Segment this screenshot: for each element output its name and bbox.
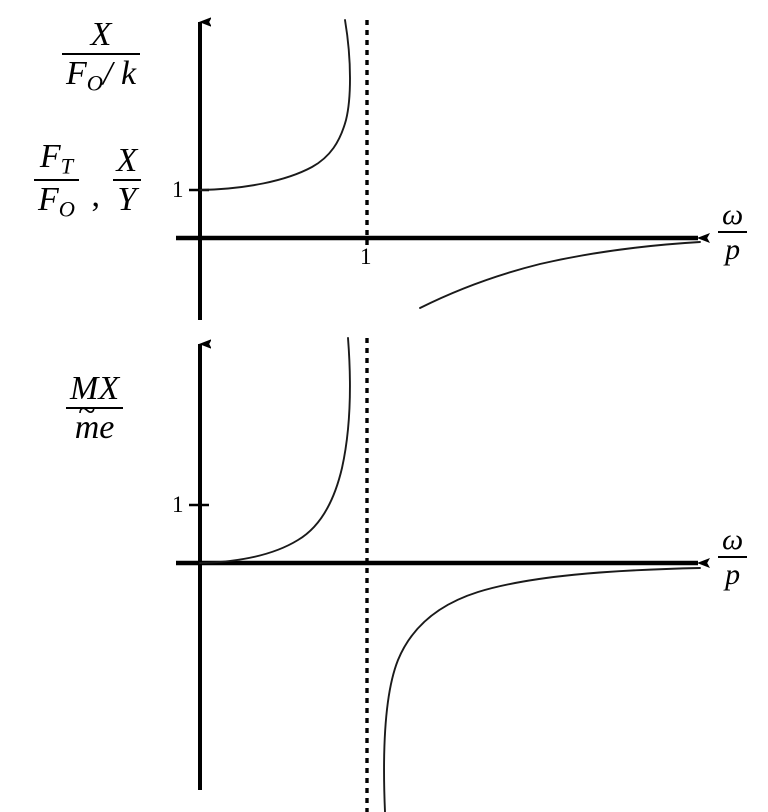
subscript-o: O — [86, 70, 103, 96]
symbol-f: F — [66, 55, 87, 92]
lower-y-tick-label-1: 1 — [172, 492, 184, 517]
symbol-m: m — [74, 409, 100, 446]
numerator-omega: ω — [718, 200, 748, 233]
fraction-x-over-f0k: X FO/ k — [62, 18, 141, 95]
upper-y-axis-label-line2: FT FO , X Y — [34, 140, 142, 220]
upper-y-axis-label-line1: X FO/ k — [62, 18, 141, 95]
denominator-y: Y — [117, 180, 137, 218]
symbol-e: e — [99, 409, 115, 446]
lower-y-axis-label: MX ~me — [66, 372, 124, 446]
numerator-x: X — [112, 143, 142, 181]
lower-x-axis-label: ω p — [718, 525, 748, 591]
slash-k: / k — [103, 55, 137, 92]
denominator-m-tilde-e: ~me — [66, 394, 123, 446]
upper-curve-right-branch — [419, 241, 701, 309]
fraction-x-over-y: X Y — [112, 143, 142, 218]
denominator-f0: FO — [34, 181, 79, 221]
symbol-f: F — [39, 138, 61, 175]
denominator-f0-over-k: FO/ k — [62, 55, 140, 95]
lower-curve-right-branch — [383, 567, 701, 812]
fraction-mx-over-me: MX ~me — [66, 372, 124, 446]
upper-y-tick-label-1: 1 — [172, 177, 184, 202]
tilde-accent: ~ — [78, 392, 96, 429]
symbol-f: F — [38, 180, 59, 218]
upper-x-tick-label-1: 1 — [360, 244, 372, 269]
subscript-t: T — [60, 153, 74, 179]
m-with-tilde: ~m — [74, 394, 100, 446]
upper-curve-left-branch — [199, 19, 351, 191]
subscript-o: O — [58, 196, 75, 221]
lower-plot-group — [176, 337, 710, 812]
denominator-p: p — [725, 233, 741, 266]
numerator-ft: FT — [34, 140, 79, 181]
fraction-omega-over-p: ω p — [718, 200, 748, 266]
numerator-mx: MX — [66, 372, 124, 409]
lower-curve-left-branch — [199, 337, 351, 564]
upper-plot-group — [176, 19, 710, 320]
denominator-p: p — [725, 558, 741, 591]
fraction-omega-over-p: ω p — [718, 525, 748, 591]
numerator-omega: ω — [718, 525, 748, 558]
upper-x-axis-label: ω p — [718, 200, 748, 266]
fraction-ft-over-f0: FT FO — [34, 140, 79, 220]
numerator-x: X — [62, 18, 141, 55]
label-separator-comma: , — [91, 176, 101, 214]
